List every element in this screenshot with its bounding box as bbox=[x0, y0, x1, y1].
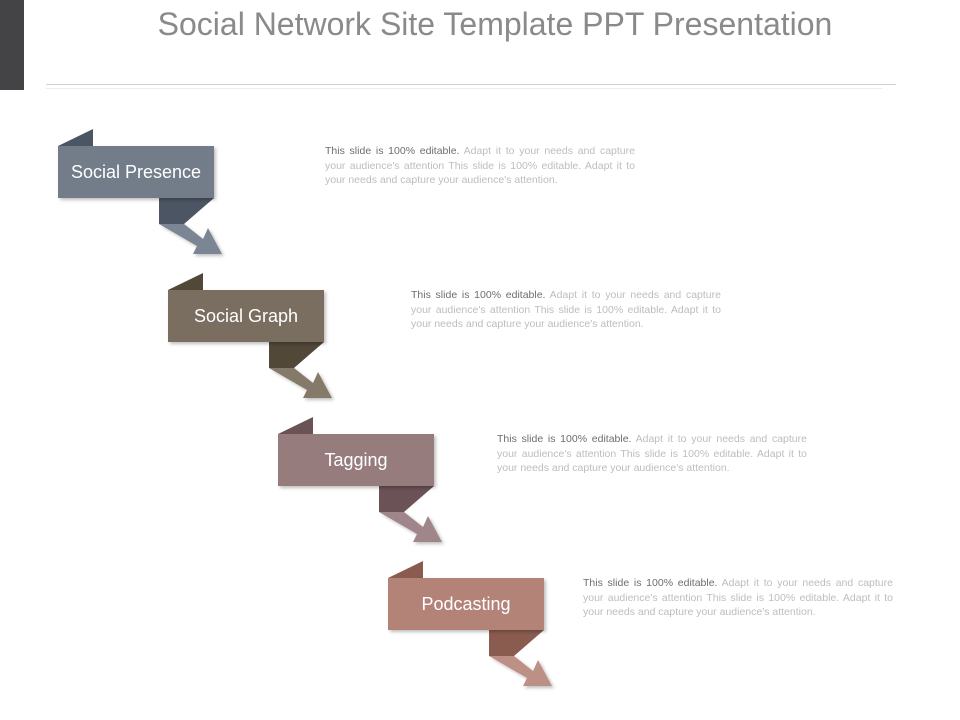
step-description: This slide is 100% editable. Adapt it to… bbox=[325, 144, 635, 188]
step-box bbox=[168, 290, 324, 342]
step-label: Social Presence bbox=[70, 162, 202, 182]
step-description-lead: This slide is 100% editable. bbox=[325, 145, 460, 157]
step-fold-top bbox=[278, 417, 313, 434]
step-fold-bottom bbox=[269, 342, 324, 368]
step-box bbox=[278, 434, 434, 486]
step-description-body: Adapt it to your needs and capture your … bbox=[325, 145, 635, 186]
slide-title: Social Network Site Template PPT Present… bbox=[157, 6, 833, 42]
step-label: Podcasting bbox=[421, 594, 511, 614]
step-description-lead: This slide is 100% editable. bbox=[583, 577, 718, 589]
step-description-body: Adapt it to your needs and capture your … bbox=[497, 433, 807, 474]
title-divider bbox=[46, 84, 896, 85]
step-description: This slide is 100% editable. Adapt it to… bbox=[411, 288, 721, 332]
step-description-body: Adapt it to your needs and capture your … bbox=[583, 577, 893, 618]
step-fold-top bbox=[58, 129, 93, 146]
step-fold-bottom bbox=[489, 630, 544, 656]
step-fold-bottom bbox=[159, 198, 214, 224]
step-description-body: Adapt it to your needs and capture your … bbox=[411, 289, 721, 330]
step-arrow bbox=[379, 512, 442, 542]
accent-bar bbox=[0, 0, 24, 90]
step-label: Social Graph bbox=[193, 306, 299, 326]
step-fold-bottom bbox=[379, 486, 434, 512]
step-fold-top bbox=[388, 561, 423, 578]
step-box bbox=[388, 578, 544, 630]
title-divider-shadow bbox=[46, 88, 882, 89]
step-description-lead: This slide is 100% editable. bbox=[497, 433, 632, 445]
step-1 bbox=[58, 129, 222, 254]
step-arrow bbox=[159, 224, 222, 254]
step-description: This slide is 100% editable. Adapt it to… bbox=[497, 432, 807, 476]
step-4 bbox=[388, 561, 552, 686]
step-box bbox=[58, 146, 214, 198]
step-fold-top bbox=[168, 273, 203, 290]
step-3 bbox=[278, 417, 442, 542]
step-description: This slide is 100% editable. Adapt it to… bbox=[583, 576, 893, 620]
step-arrow bbox=[489, 656, 552, 686]
step-2 bbox=[168, 273, 332, 398]
step-description-lead: This slide is 100% editable. bbox=[411, 289, 546, 301]
step-arrow bbox=[269, 368, 332, 398]
step-label: Tagging bbox=[324, 450, 388, 470]
